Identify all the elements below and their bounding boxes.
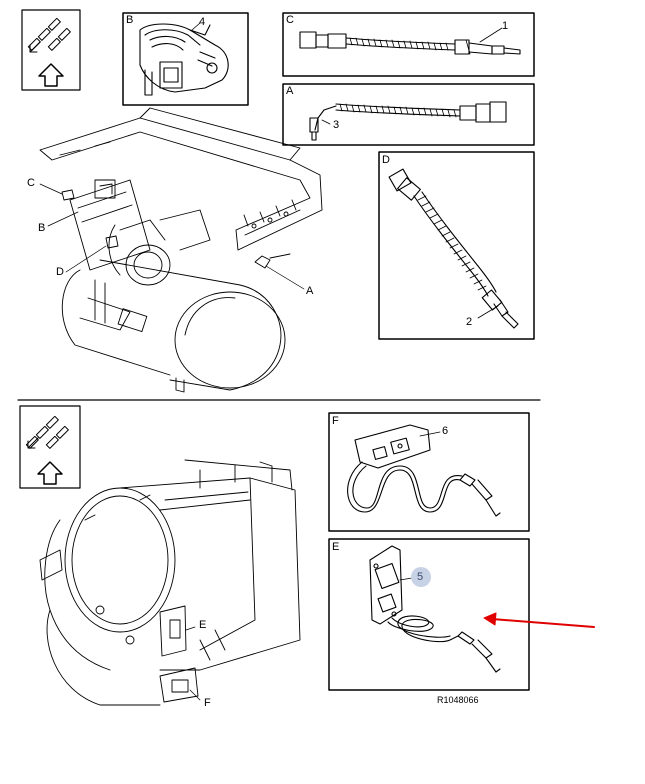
part-number-2: 2 — [466, 316, 473, 328]
detail-box-e — [328, 538, 530, 691]
sensor-housing-4 — [139, 23, 229, 96]
engine-label-a: A — [306, 285, 314, 297]
engine-label-d: D — [56, 266, 64, 278]
box-label-f: F — [332, 415, 339, 427]
atp-label-f: F — [204, 697, 211, 709]
box-label-c: C — [286, 14, 294, 26]
aftertreatment-bottom — [39, 459, 301, 706]
sensor-3-cable — [309, 101, 507, 141]
part-number-6: 6 — [442, 425, 449, 437]
engine-label-c: C — [27, 177, 35, 189]
part-number-3: 3 — [333, 119, 340, 131]
part-number-5: 5 — [417, 571, 424, 583]
detail-box-a — [282, 83, 535, 146]
sensor-1-cable — [299, 31, 521, 55]
part-number-4: 4 — [199, 16, 206, 28]
atp-label-e: E — [199, 619, 207, 631]
highlight-arrow — [483, 612, 595, 628]
sensor-5-module — [369, 545, 501, 673]
part-highlight-circle — [411, 567, 431, 587]
box-label-e: E — [332, 541, 340, 553]
part-number-1: 1 — [502, 20, 509, 32]
detail-box-d — [378, 151, 535, 340]
reference-code: R1048066 — [437, 695, 479, 705]
box-label-d: D — [382, 154, 390, 166]
engine-aftertreatment-top — [39, 107, 323, 393]
sensor-6-module — [347, 424, 501, 517]
sensor-2-cable — [388, 168, 519, 329]
detail-box-c — [282, 12, 535, 77]
engine-label-b: B — [38, 222, 46, 234]
detail-box-b — [122, 12, 249, 106]
box-label-b: B — [126, 14, 134, 26]
orientation-icon-bottom — [19, 405, 81, 489]
box-label-a: A — [286, 85, 294, 97]
orientation-icon-top — [21, 9, 81, 91]
detail-box-f — [328, 412, 530, 532]
